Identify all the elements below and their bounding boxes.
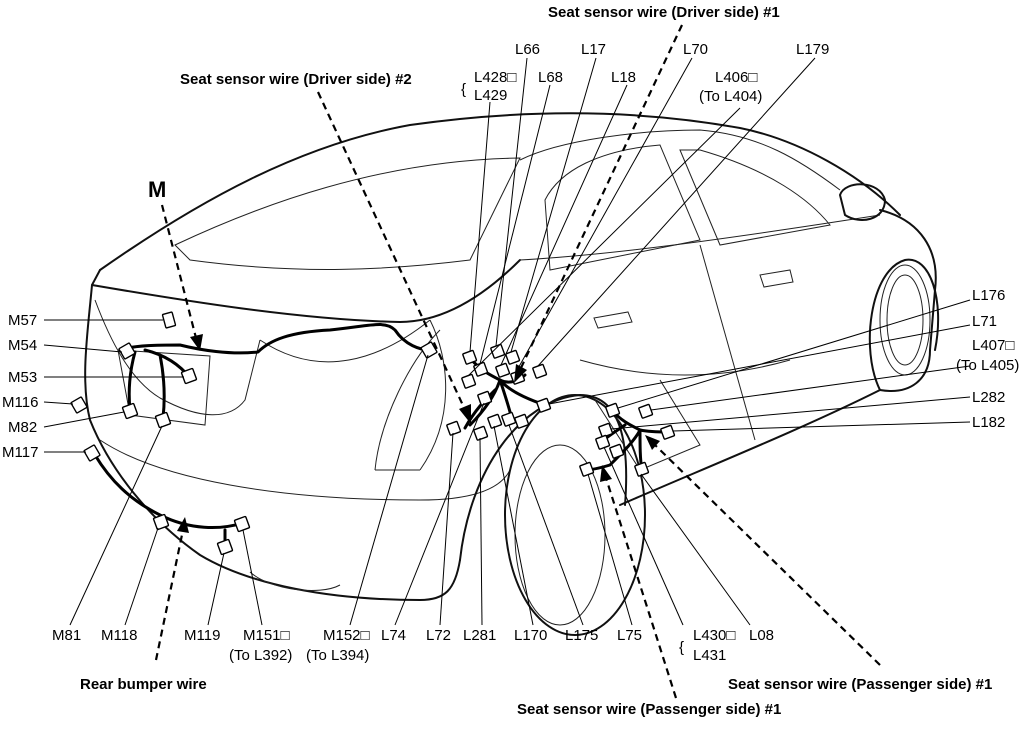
label-M151-to: (To L392) — [229, 647, 292, 664]
connectors — [70, 311, 676, 556]
connector-L281 — [473, 425, 489, 441]
label-M54: M54 — [8, 337, 37, 354]
leader-lines — [43, 57, 971, 626]
label-M53: M53 — [8, 369, 37, 386]
connector-M152 — [420, 341, 438, 359]
connector-L428 — [462, 349, 478, 365]
label-L176: L176 — [972, 287, 1005, 304]
connector-L431 — [634, 461, 650, 477]
callout-arrows — [154, 24, 881, 699]
connector-M57 — [161, 311, 177, 329]
brace-L430-L431: { — [679, 639, 684, 656]
label-L406: L406□ — [715, 69, 757, 86]
connector-L71 — [536, 397, 552, 413]
label-L74: L74 — [381, 627, 406, 644]
connector-M117 — [83, 444, 101, 462]
label-L68: L68 — [538, 69, 563, 86]
label-M152: M152□ — [323, 627, 370, 644]
label-L170: L170 — [514, 627, 547, 644]
connector-L08 — [609, 443, 625, 459]
connector-L72 — [446, 420, 462, 436]
connector-L17 — [505, 349, 521, 365]
label-L72: L72 — [426, 627, 451, 644]
connector-L176 — [605, 402, 621, 418]
label-M151: M151□ — [243, 627, 290, 644]
label-L175: L175 — [565, 627, 598, 644]
callout-seat-passenger-1-bottom: Seat sensor wire (Passenger side) #1 — [517, 701, 781, 718]
callout-rear-bumper: Rear bumper wire — [80, 676, 207, 693]
callout-seat-driver-1: Seat sensor wire (Driver side) #1 — [548, 4, 780, 21]
label-L71: L71 — [972, 313, 997, 330]
label-M117: M117 — [2, 444, 38, 461]
label-L182: L182 — [972, 414, 1005, 431]
label-L66: L66 — [515, 41, 540, 58]
connector-M116 — [70, 396, 88, 414]
car-body — [84, 112, 940, 636]
brace-L428-L429: { — [461, 81, 466, 98]
callout-seat-driver-2: Seat sensor wire (Driver side) #2 — [180, 71, 412, 88]
connector-L74 — [477, 390, 493, 406]
connector-L175a — [501, 411, 517, 427]
connector-L406 — [461, 373, 477, 389]
label-L407: L407□ — [972, 337, 1014, 354]
label-L430: L430□ — [693, 627, 735, 644]
connector-L182 — [660, 424, 676, 440]
connector-M81 — [154, 411, 172, 429]
label-L431: L431 — [693, 647, 726, 664]
label-M116: M116 — [2, 394, 38, 411]
label-M152-to: (To L394) — [306, 647, 369, 664]
connector-M119 — [216, 538, 234, 556]
label-L281: L281 — [463, 627, 496, 644]
label-L75: L75 — [617, 627, 642, 644]
connector-L179 — [532, 363, 548, 379]
label-M82: M82 — [8, 419, 37, 436]
label-L70: L70 — [683, 41, 708, 58]
label-L18: L18 — [611, 69, 636, 86]
connector-M151 — [233, 515, 251, 533]
connector-L75 — [579, 461, 595, 477]
connector-M54 — [118, 342, 136, 360]
label-L406-to: (To L404) — [699, 88, 762, 105]
label-L179: L179 — [796, 41, 829, 58]
connector-L407 — [638, 403, 654, 419]
label-L429: L429 — [474, 87, 507, 104]
label-L17: L17 — [581, 41, 606, 58]
callout-M: M — [148, 177, 166, 202]
label-L08: L08 — [749, 627, 774, 644]
connector-L282 — [598, 422, 614, 438]
label-L428: L428□ — [474, 69, 516, 86]
connector-L66 — [490, 343, 506, 359]
label-M81: M81 — [52, 627, 81, 644]
connector-M82 — [121, 402, 139, 420]
connector-M53 — [180, 367, 198, 385]
connector-L18 — [495, 362, 511, 378]
label-L282: L282 — [972, 389, 1005, 406]
label-L407-to: (To L405) — [956, 357, 1019, 374]
label-M119: M119 — [184, 627, 220, 644]
label-M57: M57 — [8, 312, 37, 329]
callout-seat-passenger-1-right: Seat sensor wire (Passenger side) #1 — [728, 676, 992, 693]
connector-L170 — [487, 413, 503, 429]
connector-M118 — [152, 513, 170, 531]
connector-L175b — [514, 413, 530, 429]
connector-L68 — [473, 361, 489, 377]
label-M118: M118 — [101, 627, 137, 644]
